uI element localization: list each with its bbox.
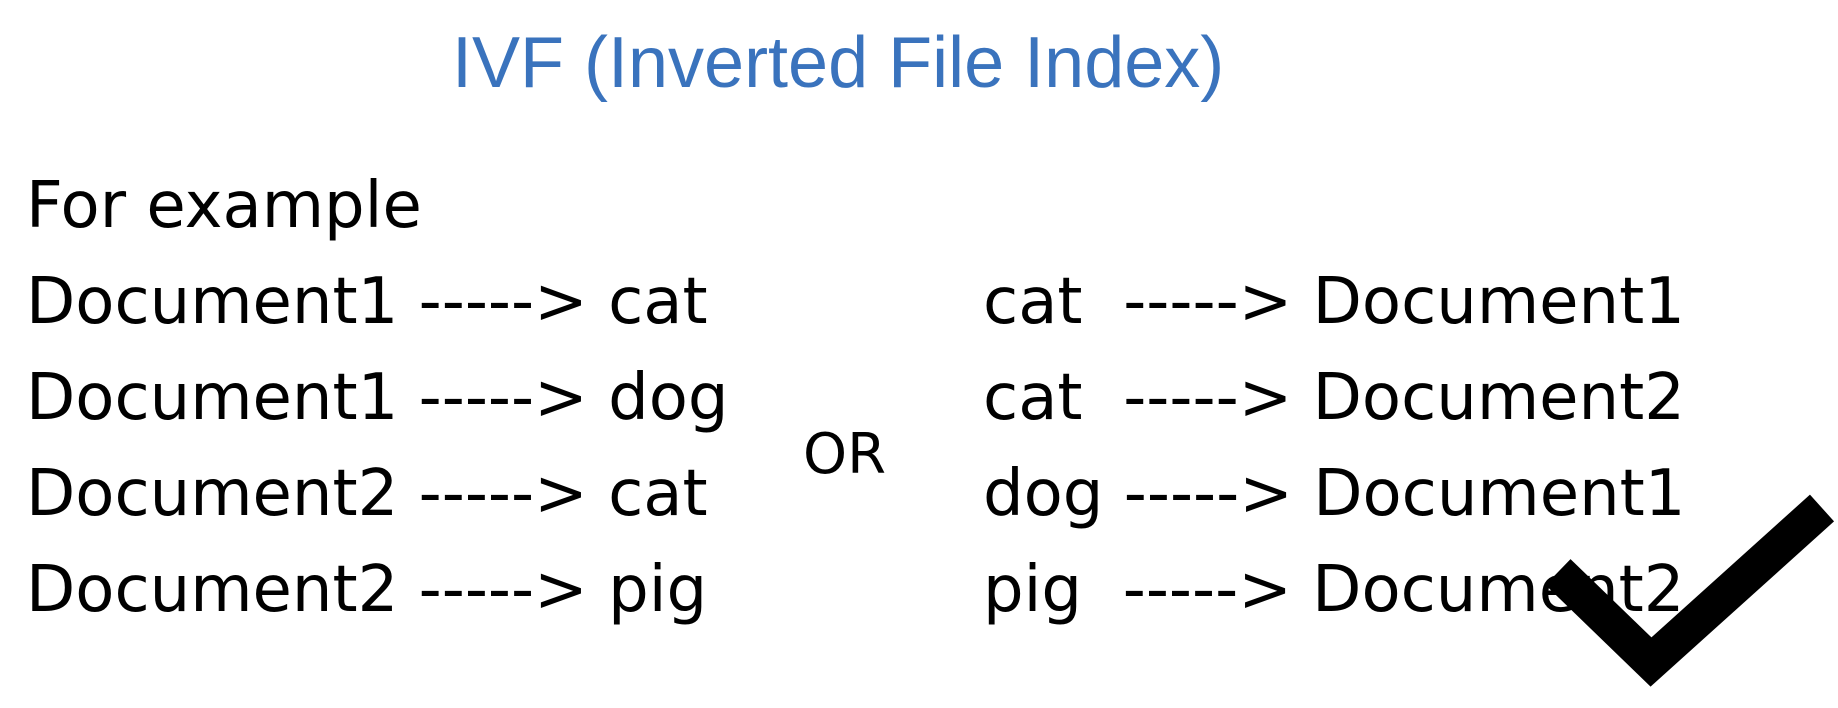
inverted-index-row: dog -----> Document1 [983, 457, 1686, 531]
slide-title: IVF (Inverted File Index) [452, 23, 1225, 103]
inverted-index-row: cat -----> Document1 [983, 265, 1685, 339]
forward-index-row: Document2 -----> cat [26, 457, 708, 531]
inverted-index-row: cat -----> Document2 [983, 361, 1685, 435]
forward-index-row: Document2 -----> pig [26, 553, 708, 627]
checkmark-icon [1548, 494, 1835, 687]
forward-index-row: Document1 -----> dog [26, 361, 729, 435]
or-separator: OR [803, 422, 886, 487]
inverted-index-row: pig -----> Document2 [983, 553, 1685, 627]
forward-index-row: Document1 -----> cat [26, 265, 708, 339]
example-label: For example [26, 169, 422, 243]
